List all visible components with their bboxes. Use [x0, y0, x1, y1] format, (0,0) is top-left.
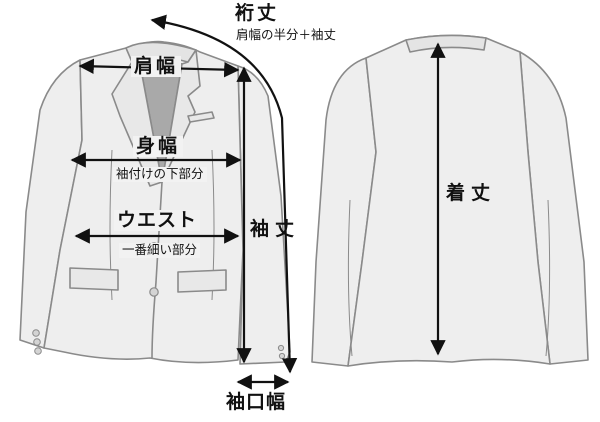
button-icon [33, 338, 41, 346]
button-icon [277, 344, 285, 352]
label-waist: ウエスト [114, 210, 201, 231]
button-icon [34, 347, 42, 355]
back-collar [405, 34, 487, 53]
button-icon [149, 287, 159, 297]
hip-pocket-right [177, 269, 227, 293]
button-icon [278, 352, 286, 360]
label-mihaba: 身幅 [133, 136, 184, 157]
yukitake-line [150, 14, 298, 374]
label-yukitake: 裄丈 [235, 2, 280, 24]
hip-pocket-left [69, 267, 119, 291]
front-jacket [19, 40, 291, 365]
label-sodeguchi: 袖口幅 [226, 391, 287, 413]
back-jacket [311, 34, 589, 367]
label-waist-note: 一番細い部分 [119, 243, 201, 258]
button-icon [32, 329, 40, 337]
label-yukitake-note: 肩幅の半分＋袖丈 [236, 27, 337, 42]
sleeve-buttons [32, 329, 286, 360]
label-kitake: 着丈 [446, 182, 497, 204]
label-sodetake: 袖丈 [250, 218, 301, 240]
label-mihaba-note: 袖付けの下部分 [113, 167, 207, 182]
label-katahaba: 肩幅 [131, 56, 182, 77]
front-sleeve-right [237, 65, 291, 365]
